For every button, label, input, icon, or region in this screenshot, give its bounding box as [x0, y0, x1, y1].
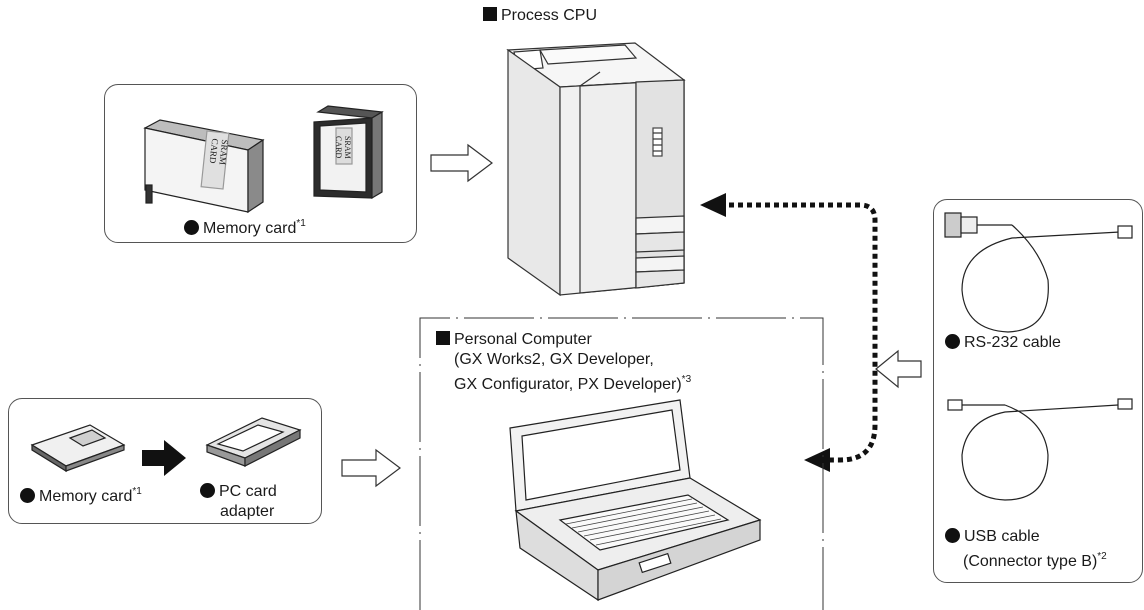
rs232-cable — [944, 212, 1133, 333]
usb-cable — [947, 398, 1133, 501]
small-card-text-line1: SRAM — [343, 136, 352, 159]
adapter-line2: adapter — [220, 503, 275, 520]
pc-title: Personal Computer — [454, 331, 592, 348]
communication-route — [720, 202, 878, 463]
process-cpu-title: Process CPU — [501, 7, 598, 24]
left-memory-card-note: *1 — [132, 486, 142, 497]
pc-note: *3 — [681, 374, 692, 385]
adapter-box — [8, 398, 322, 524]
bullet-icon — [945, 334, 960, 349]
usb-line2: (Connector type B) — [963, 553, 1098, 570]
memory-card-top-note: *1 — [296, 218, 306, 229]
memory-card-top-label: Memory card*1 — [184, 214, 306, 239]
bullet-icon — [200, 483, 215, 498]
arrow-card-to-cpu — [430, 143, 493, 183]
bullet-icon — [20, 488, 35, 503]
arrowhead-to-cpu — [700, 193, 726, 217]
memory-card-small-left — [30, 424, 126, 473]
sram-card-large — [143, 119, 265, 214]
left-memory-card-label: Memory card*1 — [20, 482, 142, 507]
arrowhead-to-pc — [804, 448, 830, 472]
usb-label: USB cable (Connector type B)*2 — [945, 527, 1107, 572]
usb-line1: USB cable — [964, 528, 1040, 545]
rs232-label: RS-232 cable — [945, 333, 1061, 353]
laptop — [509, 399, 762, 602]
pc-card-adapter — [205, 417, 302, 467]
bullet-icon — [945, 528, 960, 543]
process-cpu-label: Process CPU — [483, 6, 597, 26]
personal-computer-label: Personal Computer (GX Works2, GX Develop… — [436, 330, 691, 395]
memory-card-box — [104, 84, 417, 243]
rs232-text: RS-232 cable — [964, 334, 1061, 351]
memory-card-top-text: Memory card — [203, 220, 297, 237]
pc-card-adapter-label: PC card adapter — [200, 482, 277, 522]
left-memory-card-text: Memory card — [39, 488, 133, 505]
process-cpu-unit — [506, 42, 686, 297]
bullet-icon — [184, 220, 199, 235]
sram-card-small — [313, 105, 384, 200]
pc-frame — [419, 317, 824, 610]
pc-software-line1: (GX Works2, GX Developer, — [454, 351, 654, 368]
adapter-line1: PC card — [219, 483, 277, 500]
pc-software-line2: GX Configurator, PX Developer) — [454, 376, 682, 393]
arrow-card-into-adapter — [142, 440, 186, 476]
square-marker-icon — [483, 7, 497, 21]
small-card-text-line2: CARD — [334, 136, 343, 159]
square-marker-icon — [436, 331, 450, 345]
arrow-adapter-to-pc — [341, 448, 401, 488]
large-card-text: SRAM CARD — [208, 138, 231, 165]
cables-box — [933, 199, 1143, 583]
usb-note: *2 — [1097, 551, 1107, 562]
arrow-cables-to-route — [875, 349, 922, 389]
small-card-text: SRAM CARD — [334, 136, 352, 159]
